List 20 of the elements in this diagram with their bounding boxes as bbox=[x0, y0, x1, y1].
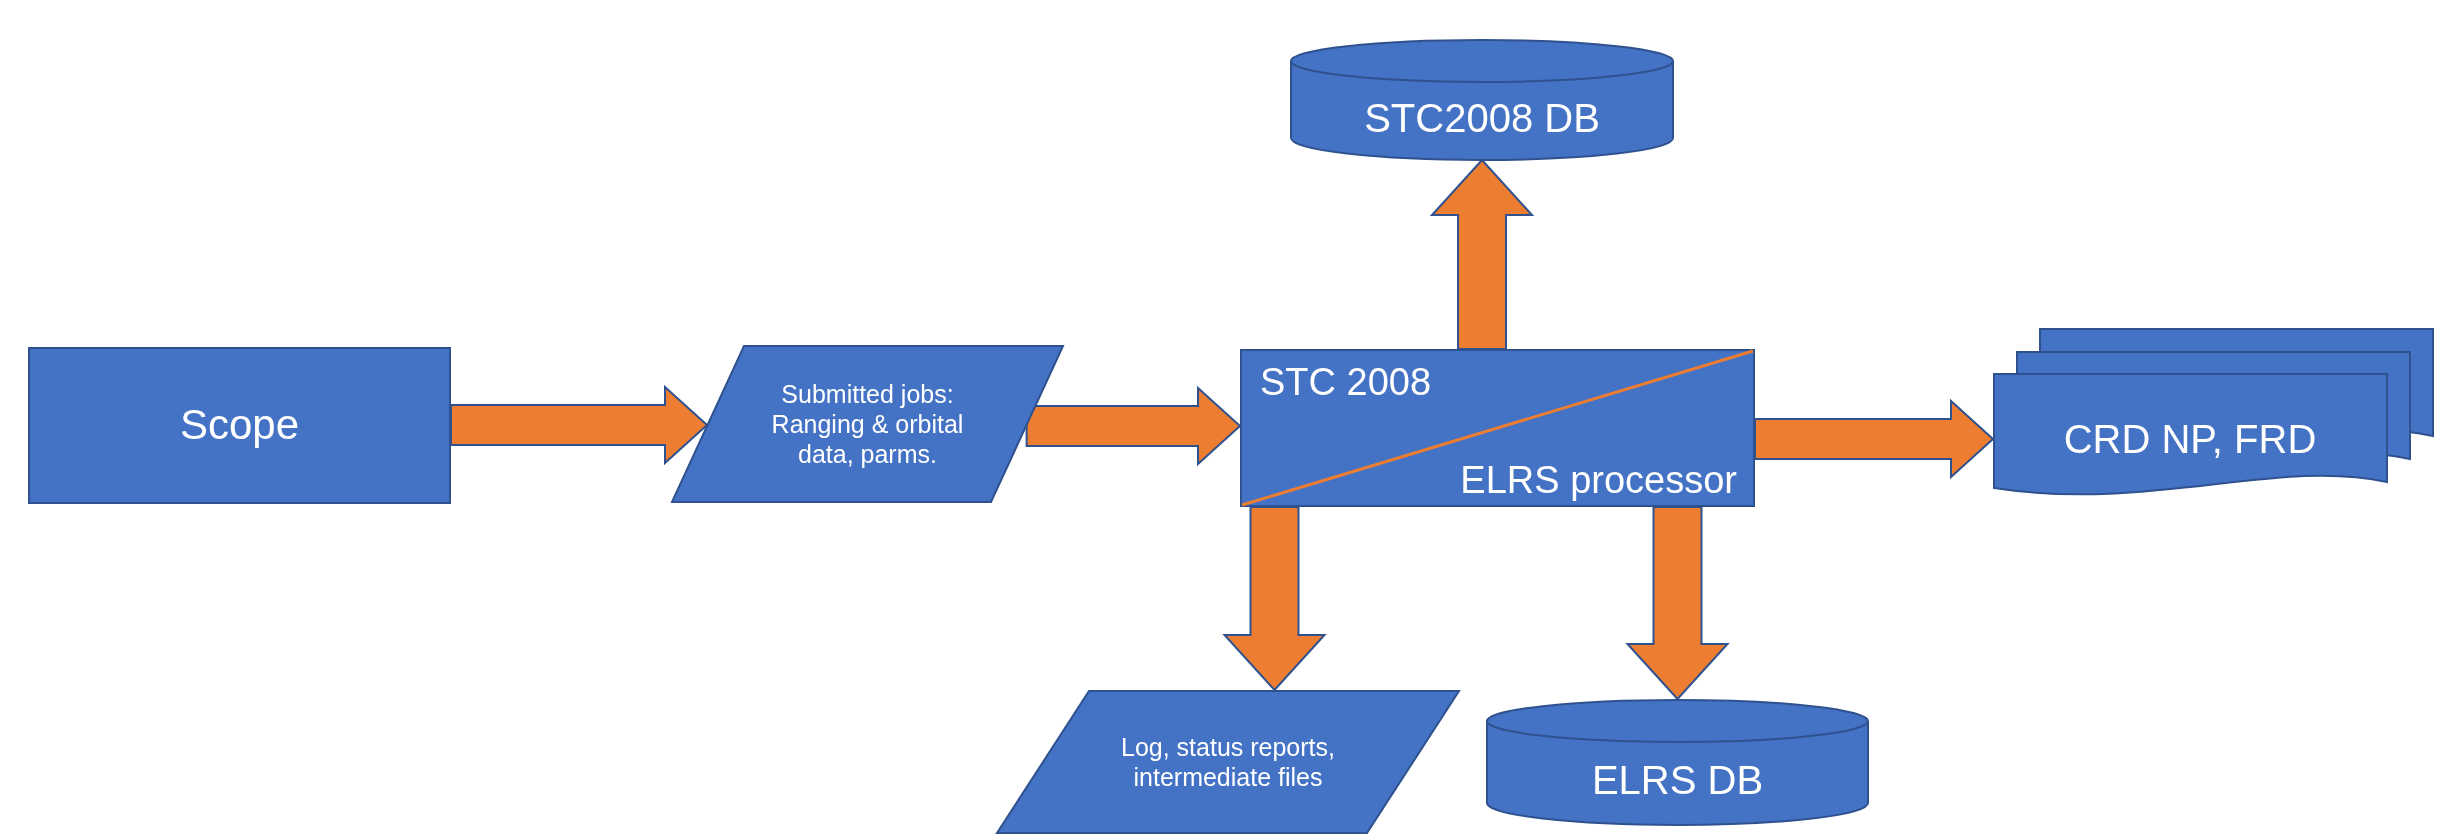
data-parallelogram bbox=[996, 690, 1460, 834]
node-label: ELRS DB bbox=[1591, 757, 1764, 804]
block-arrow bbox=[1429, 158, 1535, 350]
node-label: Log, status reports, intermediate files bbox=[1120, 732, 1336, 792]
data-parallelogram bbox=[671, 345, 1064, 503]
block-arrow bbox=[1625, 506, 1730, 701]
database-cylinder bbox=[1290, 39, 1674, 160]
process-box bbox=[1240, 349, 1755, 507]
block-arrow bbox=[1222, 506, 1327, 692]
node-label: STC 2008 bbox=[1260, 361, 1432, 405]
node-label: Scope bbox=[179, 400, 300, 451]
node-label: Submitted jobs: Ranging & orbital data, parms. bbox=[770, 379, 965, 469]
block-arrow bbox=[1025, 385, 1242, 467]
process-box bbox=[28, 347, 451, 504]
block-arrow bbox=[1754, 398, 1995, 480]
node-label: STC2008 DB bbox=[1364, 94, 1600, 142]
node-label: ELRS processor bbox=[1460, 459, 1737, 503]
block-arrow bbox=[450, 384, 709, 466]
database-cylinder bbox=[1486, 699, 1869, 825]
node-label: CRD NP, FRD bbox=[2063, 416, 2317, 463]
